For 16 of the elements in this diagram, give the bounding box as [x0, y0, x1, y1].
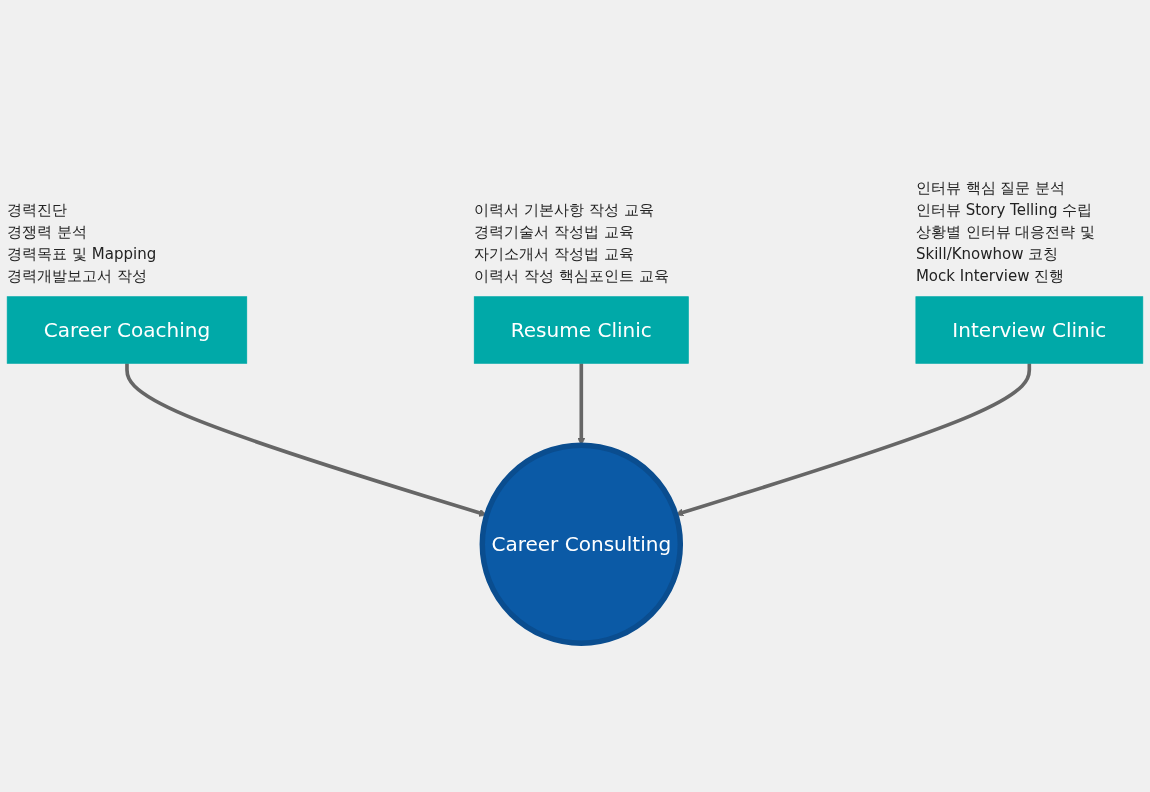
list-item: 인터뷰 Story Telling 수립 — [915, 199, 1094, 221]
node-box: Career Coaching — [6, 296, 248, 364]
list-item: 인터뷰 핵심 질문 분석 — [915, 177, 1067, 199]
node-box: Resume Clinic — [473, 296, 689, 364]
list-item: 자기소개서 작성법 교육 — [474, 243, 635, 265]
node-box: Interview Clinic — [915, 296, 1144, 364]
list-item: 이력서 작성 핵심포인트 교육 — [474, 265, 670, 287]
list-item: 경력기술서 작성법 교육 — [474, 221, 635, 243]
node-circle: Career Consulting — [479, 442, 684, 646]
list-item: Mock Interview 진행 — [915, 265, 1066, 287]
list-item: 경력개발보고서 작성 — [7, 265, 149, 287]
list-item: 상황별 인터뷰 대응전략 및 Skill/Knowhow 코칭 — [915, 221, 1097, 265]
list-item: 경쟁력 분석 — [7, 221, 89, 243]
list-item: 경력목표 및 Mapping — [7, 243, 158, 265]
list-item: 이력서 기본사항 작성 교육 — [474, 199, 655, 221]
list-item: 경력진단 — [7, 199, 69, 221]
